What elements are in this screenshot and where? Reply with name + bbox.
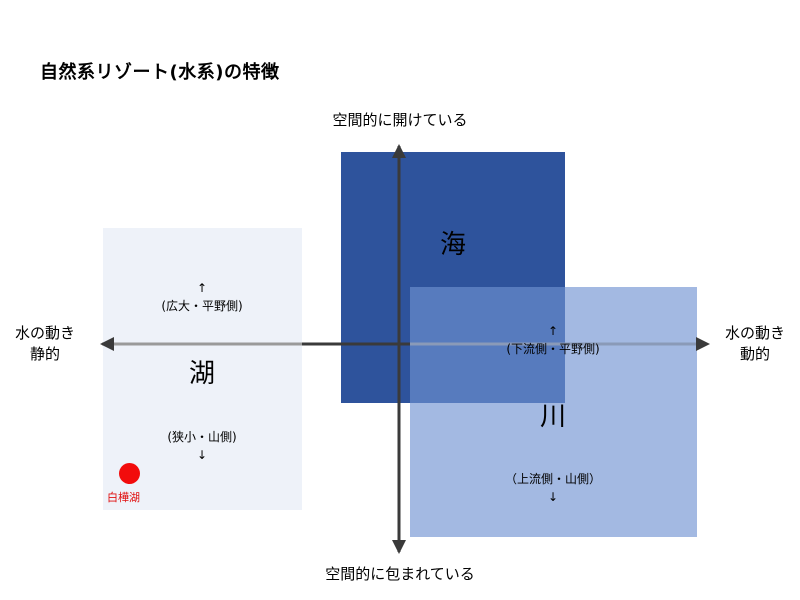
- axis-label-left-line1: 水の動き: [14, 324, 76, 342]
- river-name: 川: [539, 402, 567, 432]
- sea-name: 海: [439, 230, 467, 260]
- diagram-title: 自然系リゾート(水系)の特徴: [40, 62, 280, 83]
- lake-lower-arrow: ↓: [196, 448, 208, 462]
- axis-label-right: 水の動き 動的: [725, 323, 785, 365]
- river-upper-note: ↑ (下流側・平野側): [506, 322, 599, 358]
- axis-label-top: 空間的に開けている: [332, 111, 468, 129]
- axis-label-left-line2: 静的: [29, 345, 61, 363]
- river-lower-text: （上流側・山側）: [504, 472, 602, 486]
- river-upper-arrow: ↑: [547, 324, 559, 338]
- shirakabako-marker: [119, 463, 140, 484]
- lake-upper-text: (広大・平野側): [161, 299, 243, 313]
- lake-box: [103, 228, 302, 510]
- river-upper-text: (下流側・平野側): [506, 342, 600, 356]
- lake-name: 湖: [188, 359, 216, 389]
- river-box: [410, 287, 697, 537]
- lake-upper-arrow: ↑: [196, 281, 208, 295]
- horizontal-axis-right-arrowhead: [696, 337, 710, 351]
- axis-label-bottom: 空間的に包まれている: [325, 565, 475, 583]
- river-lower-arrow: ↓: [547, 490, 559, 504]
- river-lower-note: （上流側・山側） ↓: [505, 470, 601, 506]
- lake-lower-note: (狭小・山側) ↓: [167, 428, 236, 464]
- axis-label-right-line2: 動的: [739, 345, 771, 363]
- axis-label-right-line1: 水の動き: [724, 324, 786, 342]
- lake-upper-note: ↑ (広大・平野側): [161, 279, 242, 315]
- lake-lower-text: (狭小・山側): [167, 430, 237, 444]
- axis-label-left: 水の動き 静的: [15, 323, 75, 365]
- shirakabako-label: 白樺湖: [107, 491, 140, 504]
